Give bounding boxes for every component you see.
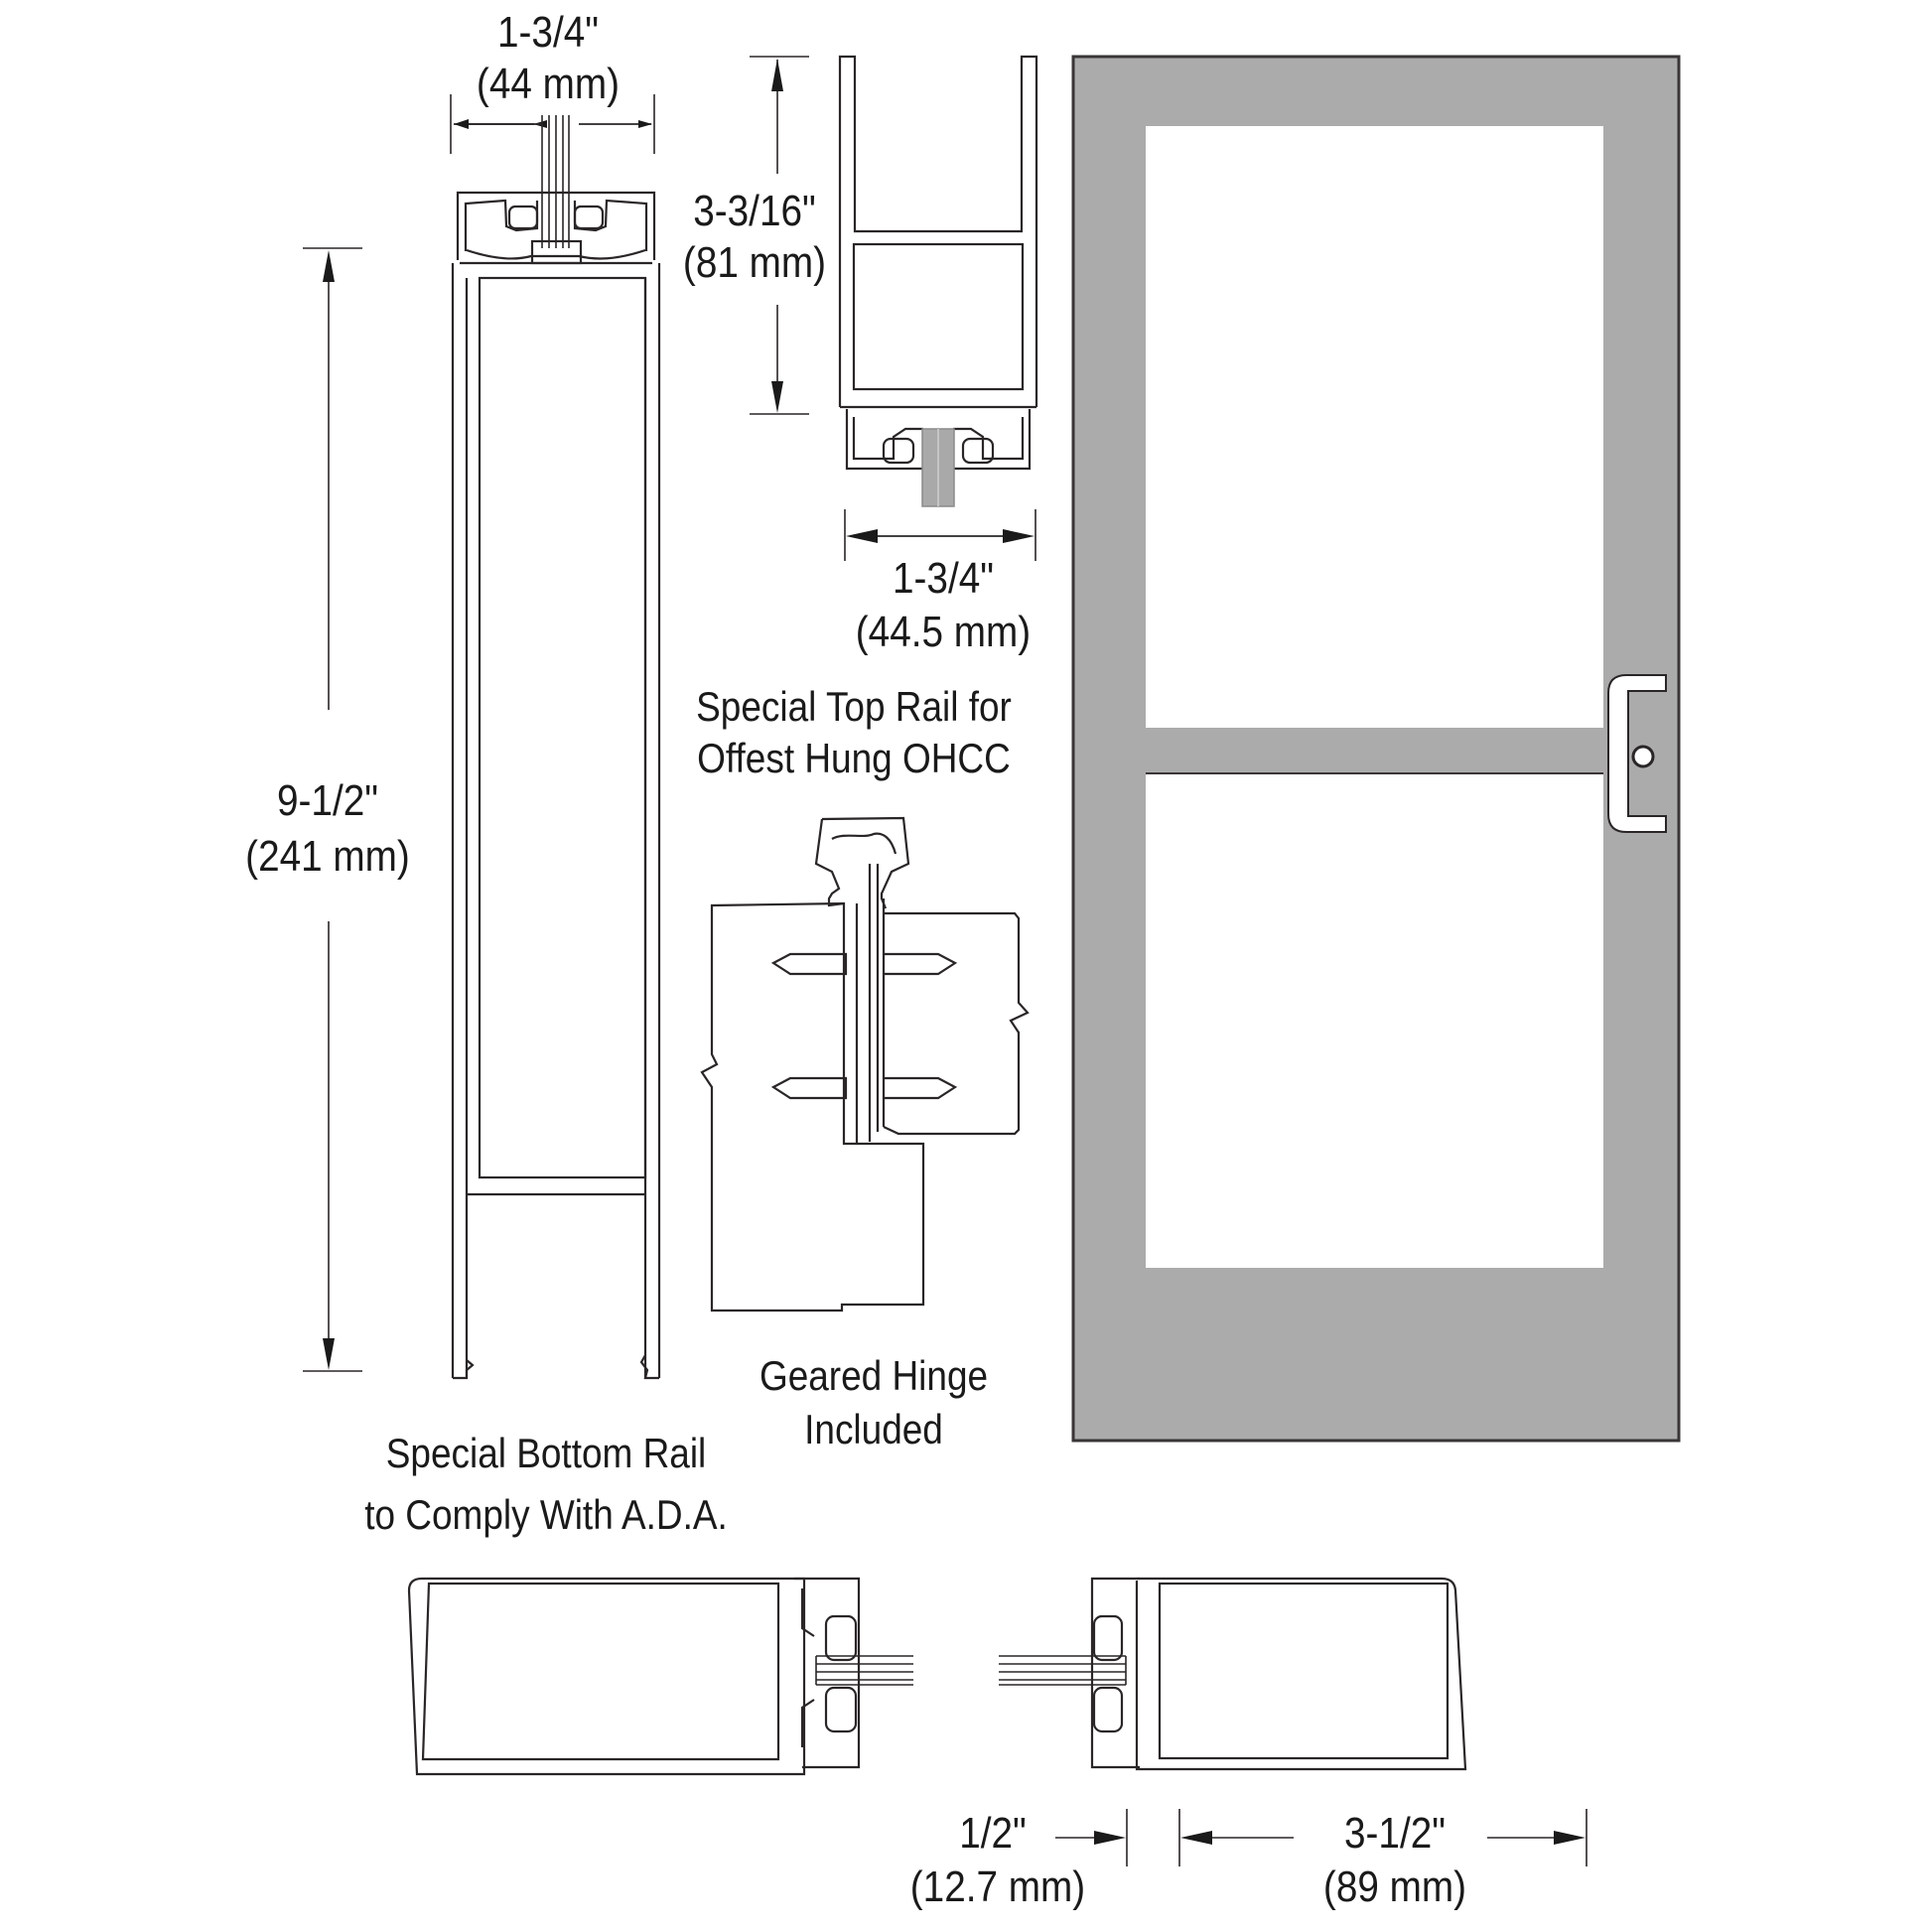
upper-glass-panel [1146, 126, 1603, 728]
bottom-rail-height-metric: (241 mm) [245, 832, 410, 881]
bottom-rail-profile [303, 94, 661, 1380]
bottom-rail-caption-line2: to Comply With A.D.A. [364, 1491, 728, 1538]
stile-right-dim-imperial: 3-1/2" [1343, 1809, 1446, 1858]
top-rail-height-imperial: 3-3/16" [693, 187, 816, 235]
bottom-rail-width-metric: (44 mm) [476, 60, 621, 108]
door-elevation [1071, 55, 1681, 1443]
top-rail-caption-line1: Special Top Rail for [696, 683, 1012, 730]
stile-section [407, 1577, 1587, 1866]
top-rail-height-metric: (81 mm) [682, 238, 827, 287]
bottom-rail-height-imperial: 9-1/2" [276, 776, 378, 825]
top-rail-caption-line2: Offest Hung OHCC [697, 735, 1011, 781]
hinge-caption-line1: Geared Hinge [759, 1352, 989, 1399]
top-rail-width-imperial: 1-3/4" [892, 554, 994, 603]
top-rail-profile [750, 55, 1038, 561]
geared-hinge [700, 816, 1030, 1312]
bottom-rail-width-imperial: 1-3/4" [496, 8, 599, 57]
stile-left-dim-metric: (12.7 mm) [909, 1863, 1086, 1911]
lower-glass-panel [1146, 773, 1603, 1268]
pull-handle-icon [1607, 674, 1667, 833]
bottom-rail-caption-line1: Special Bottom Rail [385, 1430, 707, 1476]
stile-right-dim-metric: (89 mm) [1322, 1863, 1467, 1911]
hinge-caption-line2: Included [804, 1406, 943, 1452]
stile-left-dim-imperial: 1/2" [959, 1809, 1027, 1858]
top-rail-width-metric: (44.5 mm) [855, 608, 1032, 656]
